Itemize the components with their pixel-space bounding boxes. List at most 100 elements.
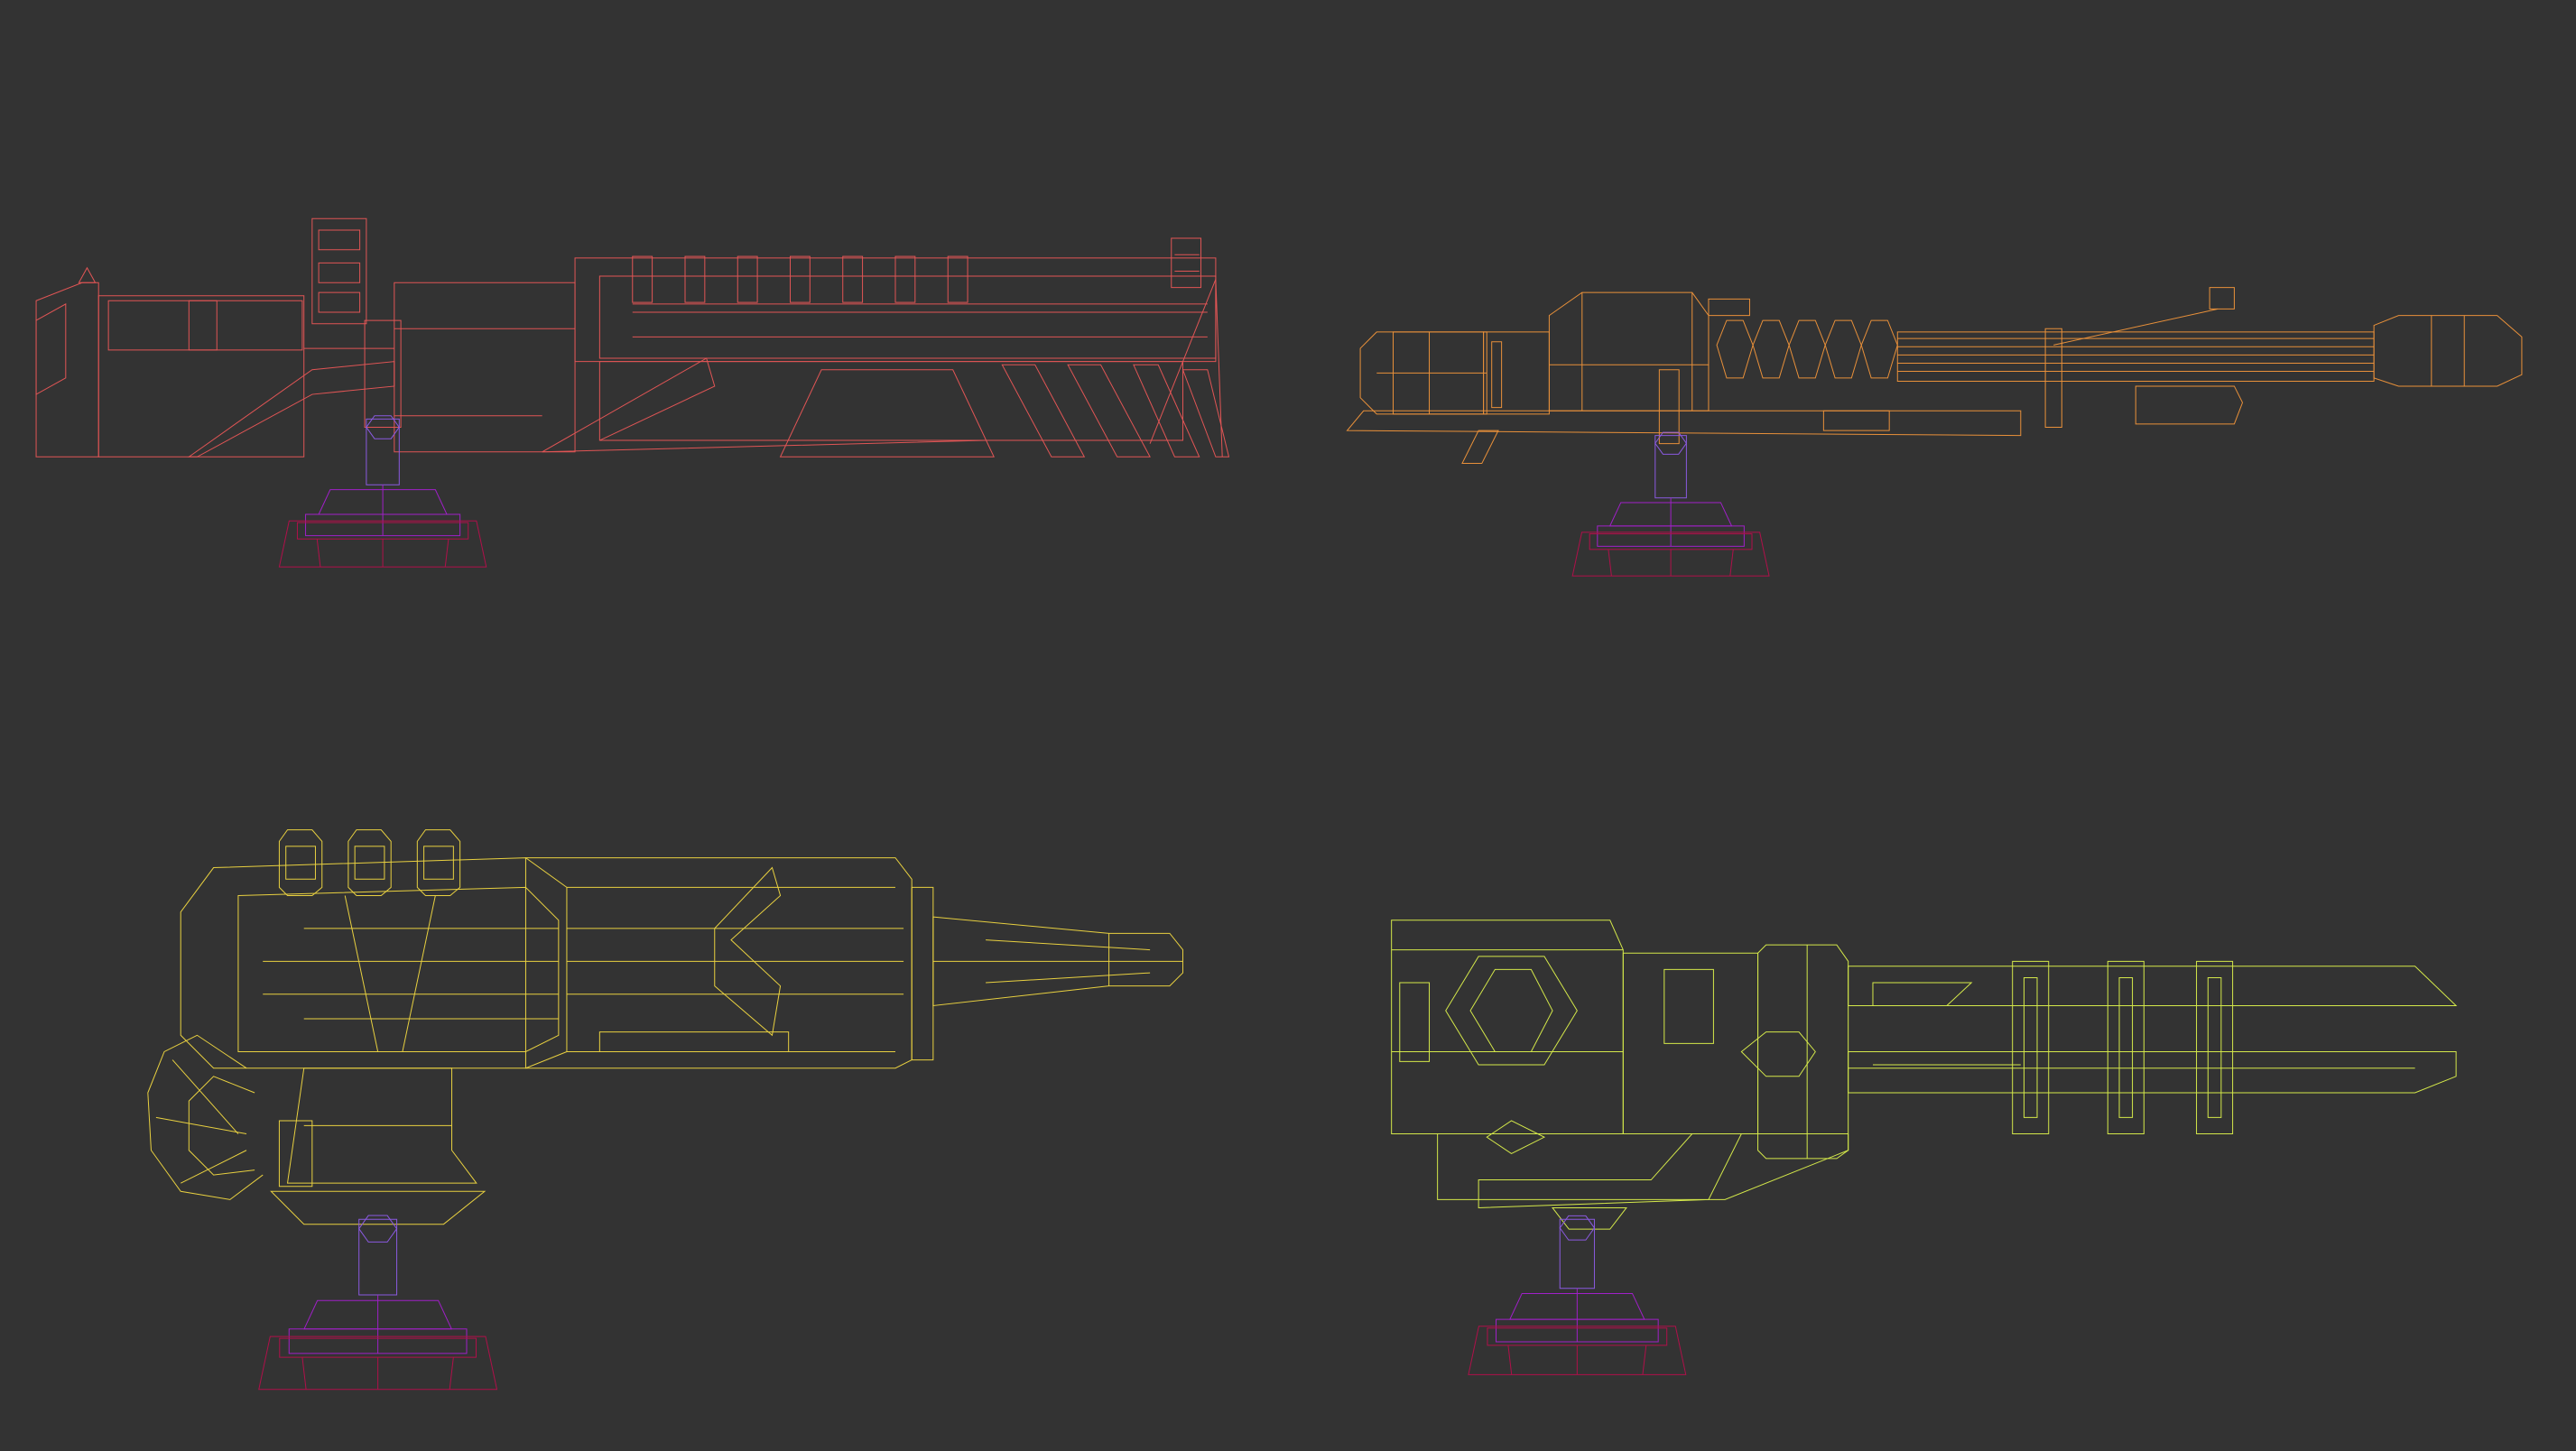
cylinder [525, 858, 912, 1068]
wire-edge [302, 1357, 306, 1390]
post-mount [1659, 370, 1679, 444]
cap [912, 887, 933, 1059]
barrel-coil [1717, 320, 1753, 378]
turret-bases [259, 416, 1769, 1390]
lower-barrel [1849, 1051, 2456, 1093]
center-hex [1741, 1032, 1815, 1077]
base-skirt [1469, 1326, 1686, 1375]
receiver [1549, 292, 1709, 411]
jaw [1478, 1134, 1741, 1208]
side-plate [1400, 983, 1430, 1061]
clamp-inner [2119, 978, 2133, 1118]
center-block [1758, 945, 1849, 1159]
barrel-coil [1789, 320, 1825, 378]
wire-edge [345, 895, 377, 1051]
rear-block [1392, 920, 1624, 1134]
barrel-coil [1825, 320, 1861, 378]
mid-window [1664, 969, 1714, 1043]
belly [1438, 1134, 1849, 1200]
barrel-shroud [575, 258, 1216, 362]
post-cap [359, 1215, 397, 1242]
swivel [1552, 1207, 1626, 1229]
barrel-coil [1861, 320, 1897, 378]
lower-barrel [2136, 386, 2242, 424]
vent-inner [286, 846, 316, 879]
vent-1 [1002, 365, 1084, 457]
vent-inner [355, 846, 385, 879]
upper-barrel-cut [1873, 983, 1971, 1005]
stock [36, 282, 98, 457]
drum-mid [1484, 332, 1550, 414]
vent-cap [417, 830, 459, 896]
cylinder-fin [715, 868, 781, 1036]
post-mount [365, 320, 401, 427]
receiver [98, 296, 304, 457]
turret-yellow-wireframe [148, 830, 1183, 1225]
belly-hex [1487, 1121, 1544, 1153]
stock-face [36, 304, 66, 394]
hose-inner [189, 1077, 255, 1175]
base-post [1655, 436, 1687, 498]
vent-cap [348, 830, 391, 896]
barrel [933, 917, 1183, 1005]
wire-edge [1608, 550, 1611, 576]
wire-edge [181, 1151, 246, 1183]
wire-edge [449, 1357, 453, 1390]
base-post [1560, 1219, 1594, 1288]
wire-edge [1643, 1345, 1646, 1375]
wire-edge [1730, 550, 1733, 576]
hose-clamp [279, 1121, 311, 1187]
barrel [1897, 332, 2374, 382]
barrel-clamp [2108, 961, 2144, 1133]
barrel-rib [685, 256, 705, 302]
base-skirt [259, 1336, 497, 1390]
barrel-rib [633, 256, 653, 302]
vent-2 [1068, 365, 1150, 457]
top-sight [2210, 288, 2234, 310]
rear-sight [1172, 238, 1201, 288]
wire-edge [317, 539, 320, 567]
scope-ring [319, 292, 360, 312]
barrel-coil [1753, 320, 1789, 378]
post-cap [1655, 432, 1687, 454]
vent-inner [424, 846, 454, 879]
barrel-clamp [2197, 961, 2233, 1133]
foot [1462, 430, 1498, 463]
scope [312, 218, 366, 324]
scope-ring [319, 230, 360, 250]
muzzle-fin [1183, 370, 1229, 457]
swivel [271, 1191, 485, 1224]
barrel [599, 276, 1216, 358]
lower-housing [599, 362, 1182, 440]
wire-edge [986, 940, 1150, 950]
muzzle [2374, 316, 2522, 386]
top-bracket [1709, 299, 1750, 315]
lower-housing [288, 1068, 477, 1183]
base-skirt [1572, 532, 1769, 576]
body-inner [238, 887, 559, 1051]
rail-block [1823, 411, 1889, 430]
base-skirt [279, 521, 486, 567]
vent-3 [1134, 365, 1200, 457]
turret-orange-wireframe [1348, 288, 2522, 464]
cylinder-rail [599, 1032, 788, 1052]
wire-edge [403, 895, 435, 1051]
skirt-band [1589, 534, 1752, 550]
magazine [781, 370, 995, 457]
drum-band [1492, 342, 1502, 408]
hex-ring [1446, 957, 1578, 1065]
turret-lime-wireframe [1392, 920, 2456, 1229]
post-cap [366, 416, 399, 439]
mid-body [394, 282, 575, 452]
receiver-top [108, 300, 302, 350]
turret-red-wireframe [36, 218, 1228, 457]
barrel-rib [790, 256, 810, 302]
wire-edge [445, 539, 449, 567]
lower-rail [542, 358, 986, 452]
upper-barrel [1849, 966, 2456, 1006]
barrel-rib [843, 256, 863, 302]
barrel-rib [895, 256, 915, 302]
scope-ring [319, 263, 360, 282]
